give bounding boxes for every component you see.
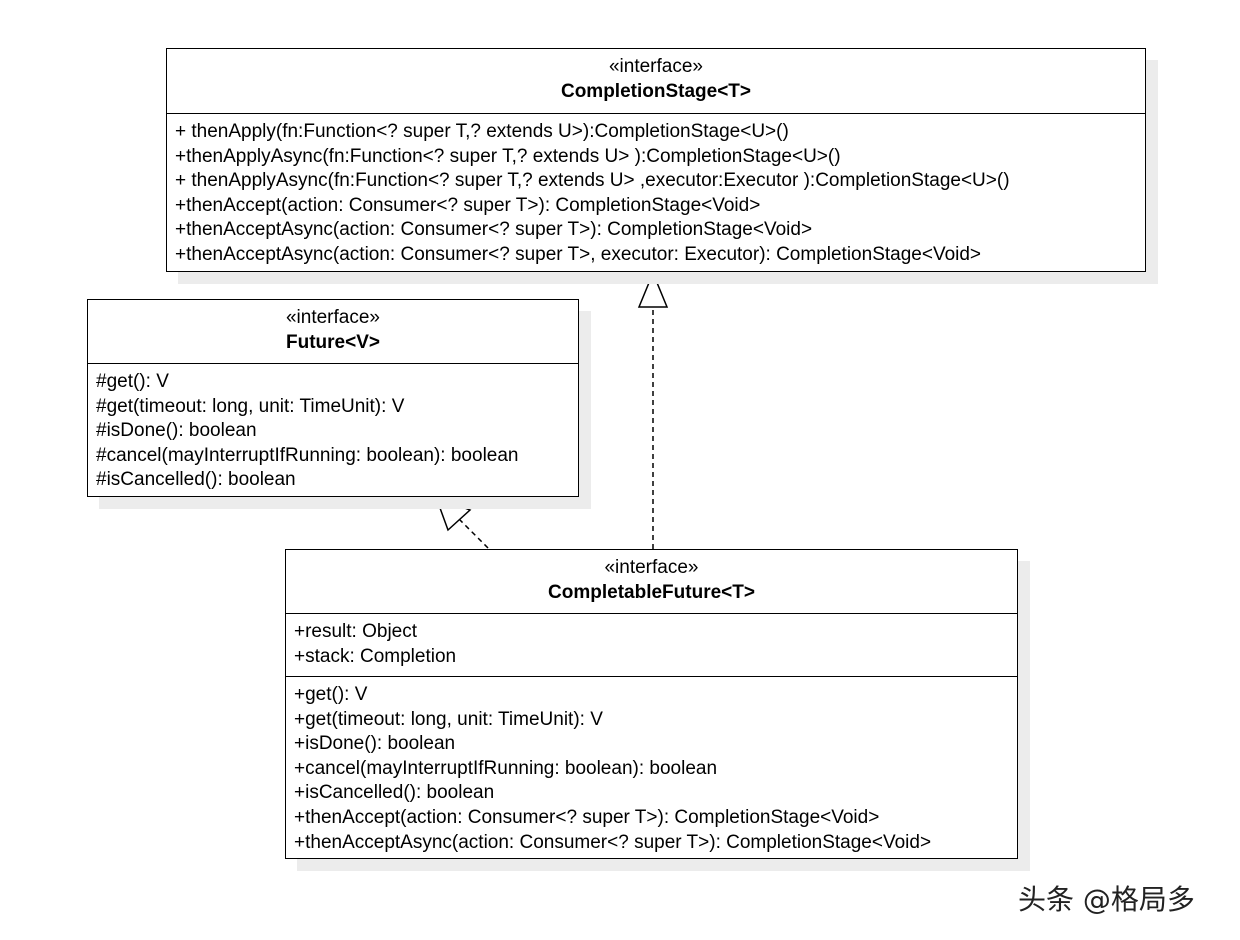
method-is-cancelled: #isCancelled(): boolean: [96, 469, 296, 491]
method-then-accept: +thenAccept(action: Consumer<? super T>)…: [175, 194, 761, 216]
stereotype-label: «interface»: [608, 56, 703, 77]
class-completion-stage: «interface» CompletionStage<T> + thenApp…: [166, 48, 1146, 272]
method-then-accept-async: +thenAcceptAsync(action: Consumer<? supe…: [175, 219, 813, 241]
fields-section: +result: Object +stack: Completion: [286, 614, 1017, 677]
class-future: «interface» Future<V> #get(): V #get(tim…: [87, 299, 579, 497]
method-cancel: #cancel(mayInterruptIfRunning: boolean):…: [96, 444, 519, 466]
method-is-cancelled: +isCancelled(): boolean: [294, 782, 495, 804]
method-then-accept-async-executor: +thenAcceptAsync(action: Consumer<? supe…: [175, 243, 982, 265]
methods-section: #get(): V #get(timeout: long, unit: Time…: [88, 364, 578, 499]
method-is-done: #isDone(): boolean: [96, 420, 257, 442]
class-name: CompletableFuture<T>: [548, 582, 755, 603]
watermark-text: 头条 @格局多: [1018, 883, 1195, 916]
class-header: «interface» CompletionStage<T>: [167, 49, 1145, 114]
method-get: +get(): V: [294, 684, 368, 705]
realization-line-completable-to-future: [459, 519, 489, 549]
method-then-accept: +thenAccept(action: Consumer<? super T>)…: [294, 806, 880, 828]
method-is-done: +isDone(): boolean: [294, 733, 456, 755]
method-get-timeout: #get(timeout: long, unit: TimeUnit): V: [96, 395, 405, 417]
method-then-apply: + thenApply(fn:Function<? super T,? exte…: [175, 121, 789, 142]
stereotype-label: «interface»: [285, 307, 380, 328]
realization-arrowhead-future: [434, 495, 472, 532]
class-completable-future: «interface» CompletableFuture<T> +result…: [285, 549, 1018, 859]
method-get-timeout: +get(timeout: long, unit: TimeUnit): V: [294, 708, 603, 730]
method-then-apply-async: +thenApplyAsync(fn:Function<? super T,? …: [175, 145, 841, 167]
method-then-accept-async: +thenAcceptAsync(action: Consumer<? supe…: [294, 831, 932, 853]
class-name: CompletionStage<T>: [560, 81, 752, 102]
class-header: «interface» Future<V>: [88, 300, 578, 364]
method-then-apply-async-executor: + thenApplyAsync(fn:Function<? super T,?…: [175, 170, 1010, 192]
method-cancel: +cancel(mayInterruptIfRunning: boolean):…: [294, 757, 718, 779]
method-get: #get(): V: [96, 371, 169, 392]
realization-arrowhead-completion-stage: [637, 271, 669, 308]
class-name: Future<V>: [286, 332, 380, 353]
field-result: +result: Object: [294, 621, 418, 642]
stereotype-label: «interface»: [604, 557, 699, 578]
class-header: «interface» CompletableFuture<T>: [286, 550, 1017, 614]
methods-section: + thenApply(fn:Function<? super T,? exte…: [167, 114, 1145, 274]
methods-section: +get(): V +get(timeout: long, unit: Time…: [286, 677, 1017, 861]
field-stack: +stack: Completion: [294, 645, 457, 667]
